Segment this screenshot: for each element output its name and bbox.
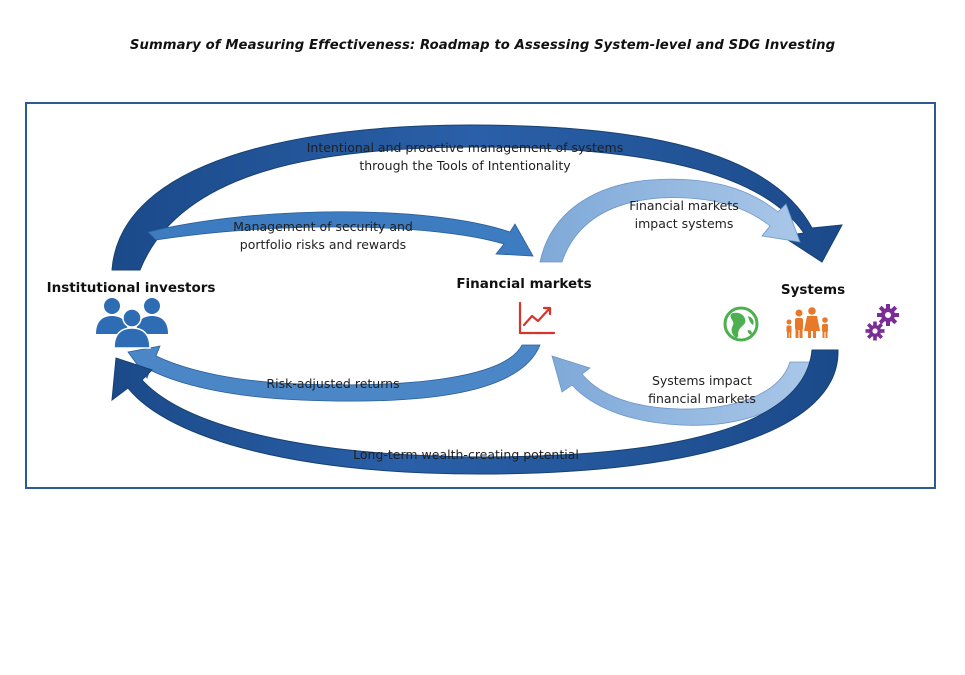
gears-icon <box>865 304 899 341</box>
diagram-frame <box>25 102 936 489</box>
systems-to-markets-arrow <box>551 355 813 426</box>
markets-to-systems-arrow <box>539 178 801 263</box>
systems-label: Systems <box>781 282 845 298</box>
people-group-icon <box>96 298 168 349</box>
markets-impact-label-line2: impact systems <box>635 216 734 231</box>
rising-chart-icon <box>518 301 556 335</box>
family-icon <box>786 307 828 338</box>
long-term-label: Long-term wealth-creating potential <box>353 447 579 462</box>
page-title: Summary of Measuring Effectiveness: Road… <box>129 38 836 53</box>
risk-adjusted-arrow <box>127 344 541 402</box>
risk-adjusted-label: Risk-adjusted returns <box>266 376 399 391</box>
management-label-line2: portfolio risks and rewards <box>240 237 406 252</box>
top-arc-label-line1: Intentional and proactive management of … <box>307 140 624 155</box>
globe-icon <box>723 306 759 342</box>
management-label-line1: Management of security and <box>233 219 413 234</box>
markets-impact-label-line1: Financial markets <box>629 198 739 213</box>
institutional-investors-label: Institutional investors <box>47 280 216 296</box>
management-arrow <box>147 211 534 257</box>
top-arc-arrow <box>111 124 843 271</box>
systems-impact-label-line1: Systems impact <box>652 373 752 388</box>
systems-impact-label-line2: financial markets <box>648 391 756 406</box>
financial-markets-label: Financial markets <box>456 276 591 292</box>
bottom-arc-arrow <box>111 349 839 475</box>
top-arc-label-line2: through the Tools of Intentionality <box>359 158 571 173</box>
